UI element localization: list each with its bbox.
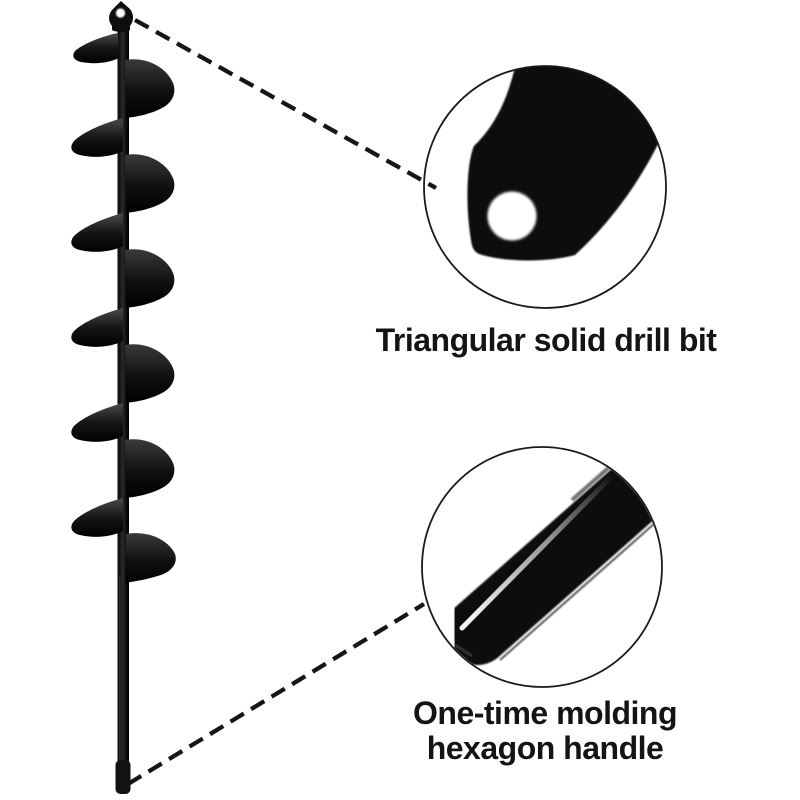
leader-lines [126, 18, 438, 786]
leader-line-top [133, 18, 438, 190]
top-callout-label: Triangular solid drill bit [375, 322, 717, 358]
bottom-callout-circle [421, 446, 663, 688]
leader-line-bottom [126, 602, 426, 786]
hexagon-shaft-closeup [444, 448, 661, 665]
auger-drill-bit-photo [71, 1, 176, 794]
auger-spiral-flighting [71, 33, 176, 583]
bottom-callout-label-line1: One-time molding [413, 695, 678, 731]
bottom-callout-label: One-time molding hexagon handle [413, 695, 678, 766]
top-callout [423, 65, 667, 309]
bottom-callout-label-line2: hexagon handle [426, 730, 664, 766]
bottom-callout [421, 446, 663, 688]
auger-hex-drive-end [115, 760, 131, 794]
top-callout-circle [423, 65, 667, 309]
shaft-glint-highlight [459, 473, 615, 631]
auger-pilot-tip [109, 1, 133, 32]
